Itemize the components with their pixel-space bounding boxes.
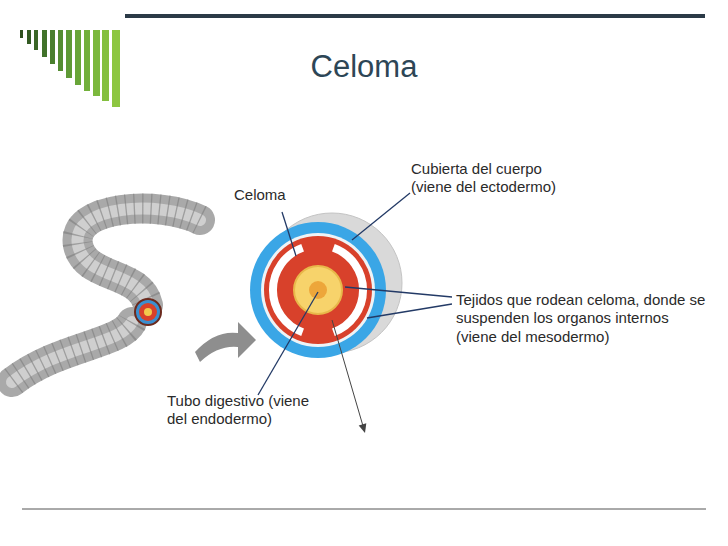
leader-line <box>282 212 296 256</box>
leader-line <box>352 193 410 240</box>
worm-segments <box>12 322 132 382</box>
green-bars <box>20 30 120 107</box>
worm-body <box>77 209 200 305</box>
decor-bar <box>93 30 100 96</box>
worm-highlight <box>77 209 200 305</box>
worm-highlight <box>12 322 132 382</box>
callout-label: Celoma <box>234 186 314 204</box>
decor-bar <box>75 30 81 85</box>
small-section <box>135 299 161 325</box>
decor-bar <box>27 30 31 44</box>
slide-title: Celoma <box>0 48 728 85</box>
leader-line <box>345 287 452 297</box>
worm <box>12 209 200 382</box>
callout-label: Tejidos que rodean celoma, donde se susp… <box>456 291 711 346</box>
callout-label: Cubierta del cuerpo (viene del ectodermo… <box>411 160 561 197</box>
decor-bar <box>34 30 38 50</box>
worm-body <box>12 322 132 382</box>
gut-lumen <box>309 281 327 299</box>
decor-bar <box>20 30 23 38</box>
decor-bar <box>112 30 120 107</box>
cross-section <box>250 213 402 358</box>
footer-rule <box>22 509 706 510</box>
mesoderm-ring <box>264 236 372 344</box>
callout-label: Tubo digestivo (viene del endodermo) <box>167 392 317 429</box>
decor-bar <box>66 30 72 78</box>
ectoderm-ring <box>250 222 386 358</box>
small-section <box>144 308 152 316</box>
decor-bar <box>42 30 47 57</box>
pointer-head <box>359 423 367 433</box>
decor-bar <box>84 30 90 91</box>
header-rule <box>125 14 705 18</box>
white-ring <box>261 233 375 347</box>
decor-bar <box>50 30 55 64</box>
decor-bar <box>102 30 109 101</box>
small-section <box>139 303 157 321</box>
gray-arrow <box>195 322 256 362</box>
gut-tube <box>294 266 342 314</box>
worm-segments <box>77 209 200 305</box>
decor-bar <box>58 30 63 71</box>
pointer-line <box>332 320 363 426</box>
leader-line <box>367 304 452 318</box>
leader-line <box>258 292 318 395</box>
leader-lines <box>258 193 452 395</box>
